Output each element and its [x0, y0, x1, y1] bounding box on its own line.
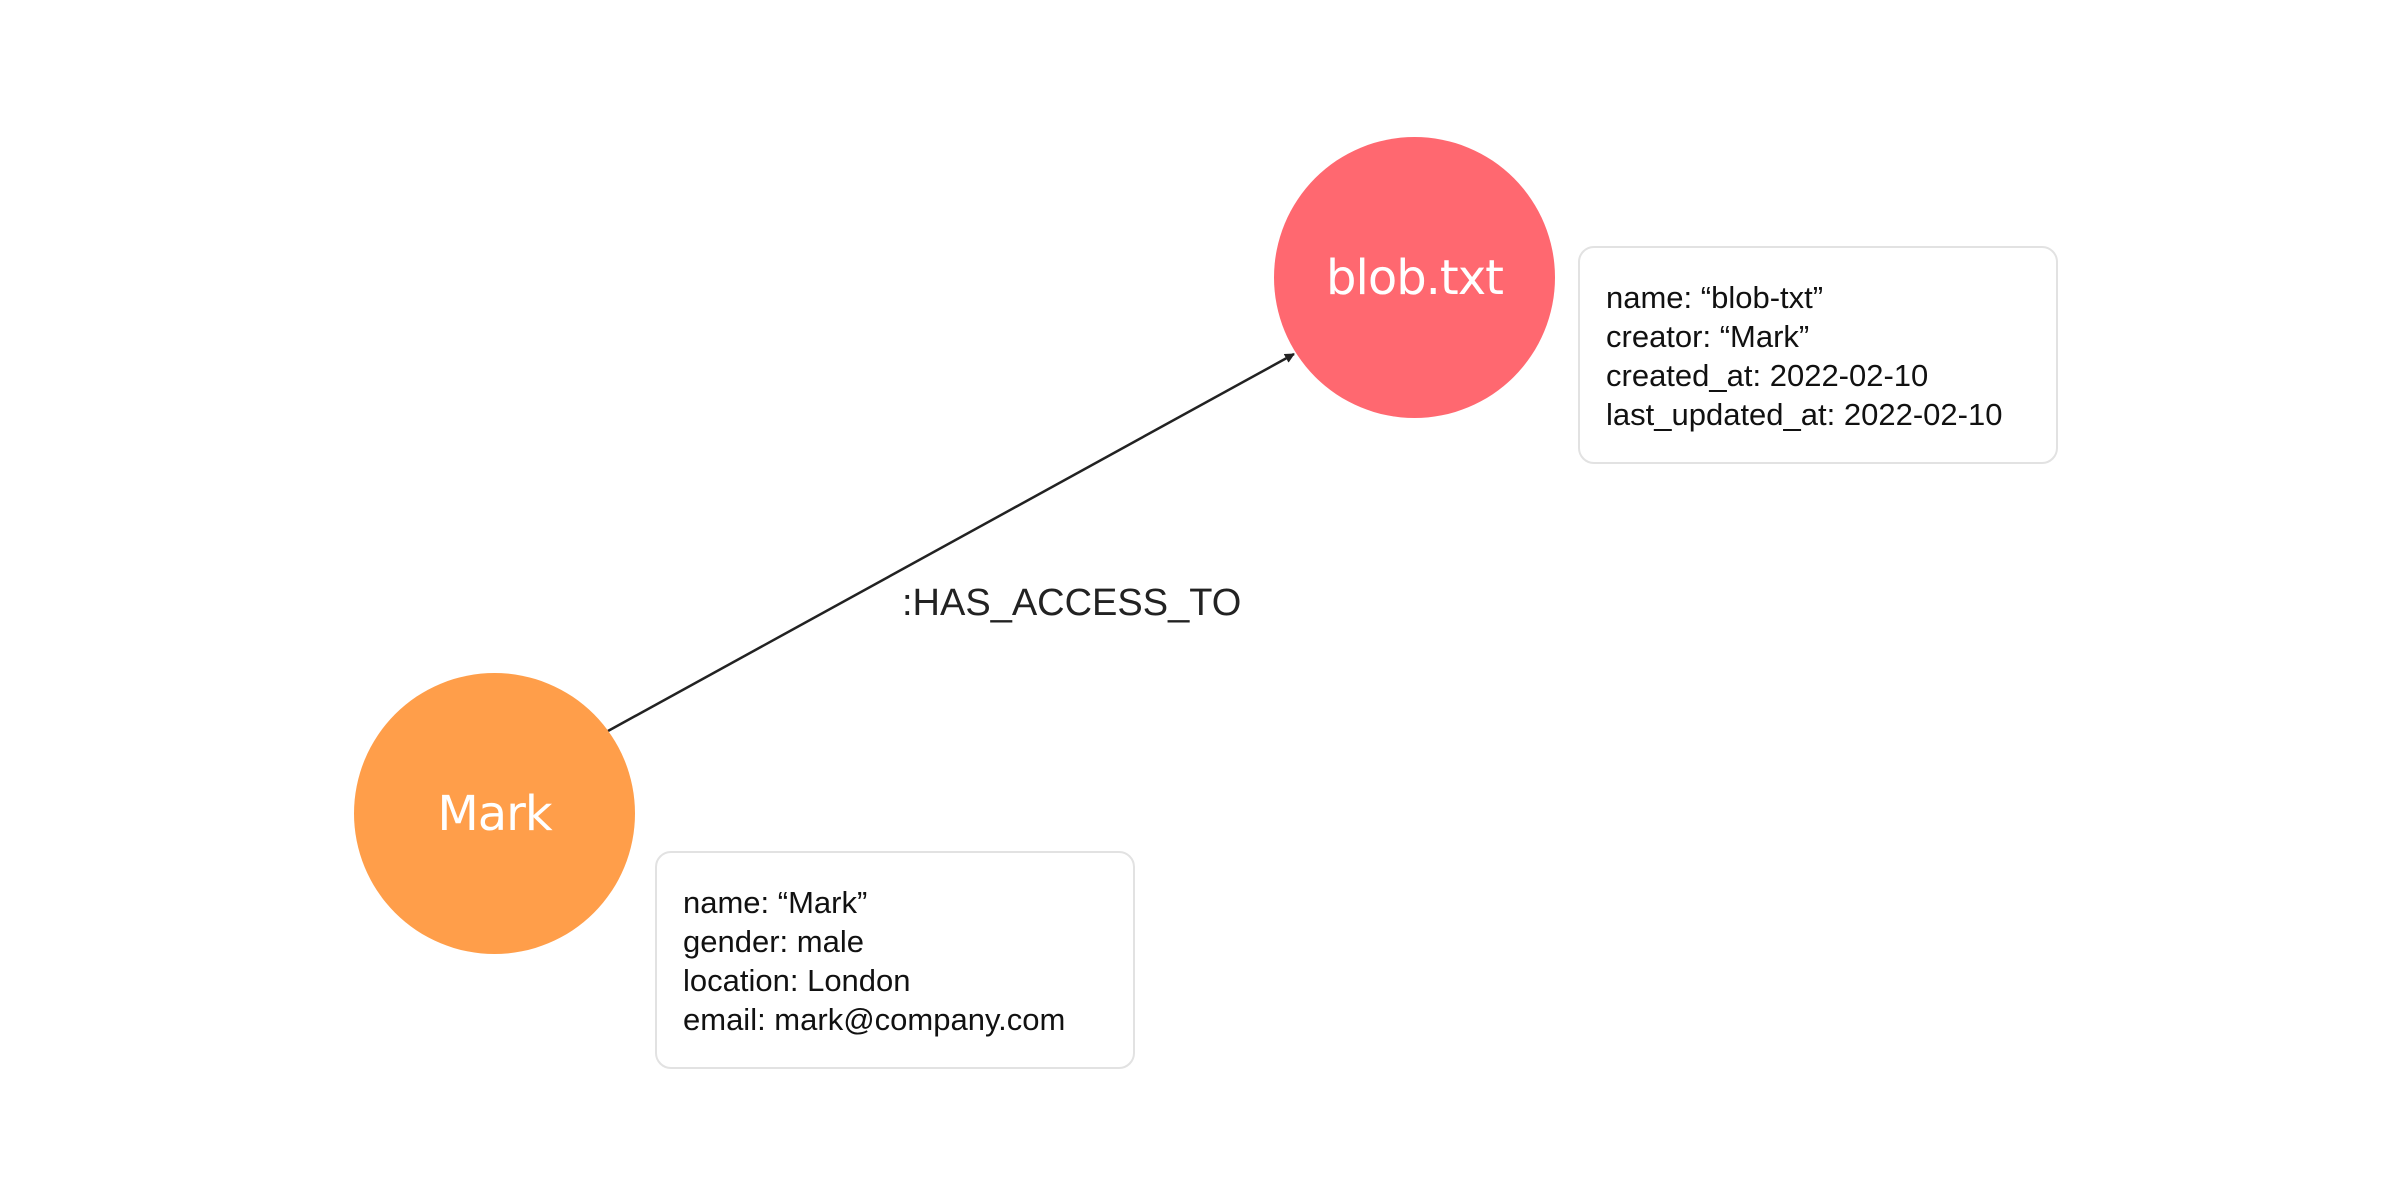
property-location: location: London: [683, 963, 911, 998]
node-blob-txt[interactable]: blob.txt: [1274, 137, 1555, 418]
property-last-updated-at: last_updated_at: 2022-02-10: [1606, 397, 2003, 432]
node-blob-label: blob.txt: [1326, 249, 1504, 306]
property-name: name: “Mark”: [683, 885, 868, 920]
property-creator: creator: “Mark”: [1606, 319, 1810, 354]
property-email: email: mark@company.com: [683, 1002, 1066, 1037]
blob-properties-card: name: “blob-txt” creator: “Mark” created…: [1578, 246, 2058, 464]
node-mark[interactable]: Mark: [354, 673, 635, 954]
property-name: name: “blob-txt”: [1606, 280, 1824, 315]
property-created-at: created_at: 2022-02-10: [1606, 358, 1929, 393]
property-gender: gender: male: [683, 924, 864, 959]
node-mark-label: Mark: [437, 785, 552, 842]
has-access-to-edge[interactable]: [607, 352, 1295, 733]
mark-properties-card: name: “Mark” gender: male location: Lond…: [655, 851, 1135, 1069]
edge-label: :HAS_ACCESS_TO: [902, 582, 1242, 624]
